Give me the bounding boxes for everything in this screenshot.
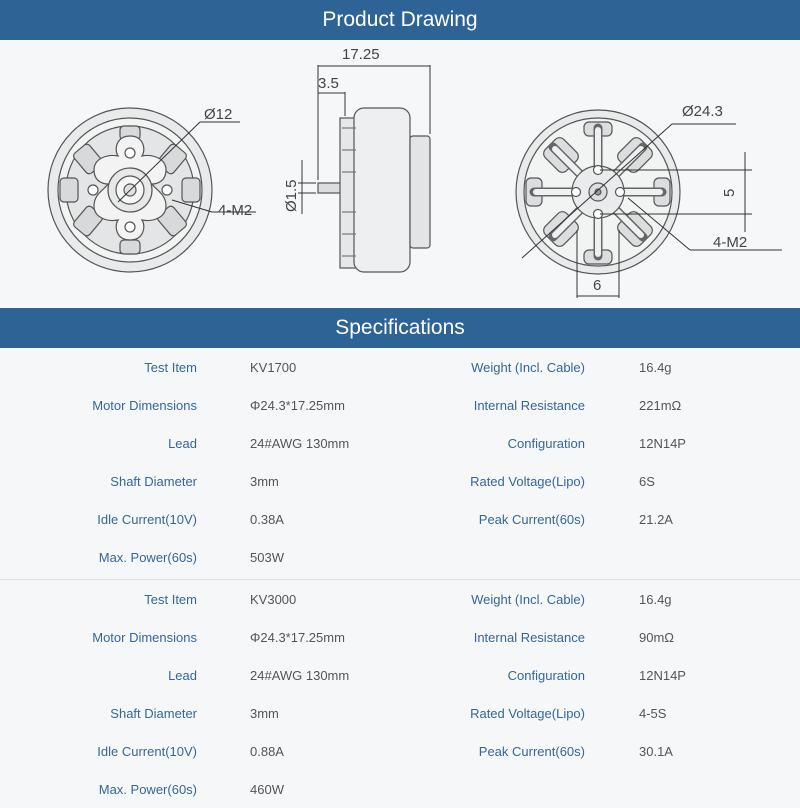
- side-view: [317, 107, 431, 273]
- spec-row: Max. Power(60s) 460W: [0, 770, 800, 808]
- spec-value: 4-5S: [639, 706, 667, 721]
- spec-label: Shaft Diameter: [110, 706, 197, 721]
- spec-value: 221mΩ: [639, 398, 682, 413]
- back-horizontal-label: 6: [593, 277, 601, 294]
- spec-label: Lead: [168, 668, 197, 683]
- spec-row: Test Item KV3000 Weight (Incl. Cable) 16.4g: [0, 580, 800, 618]
- spec-value: 12N14P: [639, 668, 686, 683]
- spec-row: Idle Current(10V) 0.88A Peak Current(60s) 3…: [0, 732, 800, 770]
- spec-row: Test Item KV1700 Weight (Incl. Cable) 16.4g: [0, 348, 800, 386]
- spec-label: Motor Dimensions: [92, 398, 197, 413]
- product-drawing: Ø12 4-M2 17.25: [0, 40, 800, 308]
- spec-value: 16.4g: [639, 360, 672, 375]
- spec-row: Motor Dimensions Φ24.3*17.25mm Internal Re…: [0, 386, 800, 424]
- spec-value: 503W: [250, 550, 284, 565]
- spec-table-kv1700: Test Item KV1700 Weight (Incl. Cable) 16.4g…: [0, 348, 800, 576]
- back-diameter-label: Ø24.3: [682, 103, 723, 120]
- back-holes-label: 4-M2: [713, 234, 747, 251]
- spec-label: Internal Resistance: [473, 630, 585, 645]
- spec-label: Test Item: [144, 592, 197, 607]
- spec-label: Rated Voltage(Lipo): [470, 706, 585, 721]
- front-dimension-lines: [117, 121, 256, 213]
- spec-value: Φ24.3*17.25mm: [250, 398, 345, 413]
- spec-value: 460W: [250, 782, 284, 797]
- specifications-header: Specifications: [0, 308, 800, 348]
- spec-row: Lead 24#AWG 130mm Configuration 12N14P: [0, 656, 800, 694]
- side-length-label: 17.25: [342, 46, 380, 63]
- spec-label: Weight (Incl. Cable): [471, 360, 585, 375]
- back-dimension-lines: [521, 123, 782, 298]
- side-offset-label: 3.5: [318, 75, 339, 92]
- spec-label: Idle Current(10V): [97, 744, 197, 759]
- spec-value: KV3000: [250, 592, 297, 607]
- spec-value: 24#AWG 130mm: [250, 436, 350, 451]
- spec-row: Max. Power(60s) 503W: [0, 538, 800, 576]
- spec-label: Shaft Diameter: [110, 474, 197, 489]
- spec-value: 3mm: [250, 474, 279, 489]
- spec-value: 0.38A: [250, 512, 284, 527]
- spec-label: Max. Power(60s): [98, 550, 197, 565]
- spec-value: 21.2A: [639, 512, 673, 527]
- spec-label: Lead: [168, 436, 197, 451]
- spec-label: Configuration: [507, 668, 585, 683]
- spec-label: Motor Dimensions: [92, 630, 197, 645]
- spec-row: Shaft Diameter 3mm Rated Voltage(Lipo) 4-5S: [0, 694, 800, 732]
- back-view: [515, 109, 681, 275]
- front-diameter-label: Ø12: [204, 106, 232, 123]
- spec-label: Internal Resistance: [473, 398, 585, 413]
- spec-value: 24#AWG 130mm: [250, 668, 350, 683]
- back-vertical-label: 5: [721, 189, 738, 197]
- spec-value: 16.4g: [639, 592, 672, 607]
- spec-value: 0.88A: [250, 744, 284, 759]
- spec-label: Configuration: [507, 436, 585, 451]
- spec-label: Idle Current(10V): [97, 512, 197, 527]
- side-shaft-label: Ø1.5: [283, 179, 300, 212]
- spec-label: Peak Current(60s): [478, 512, 585, 527]
- spec-row: Shaft Diameter 3mm Rated Voltage(Lipo) 6S: [0, 462, 800, 500]
- spec-table-kv3000: Test Item KV3000 Weight (Incl. Cable) 16.4g…: [0, 580, 800, 808]
- spec-label: Weight (Incl. Cable): [471, 592, 585, 607]
- spec-value: 90mΩ: [639, 630, 675, 645]
- spec-value: Φ24.3*17.25mm: [250, 630, 345, 645]
- spec-value: KV1700: [250, 360, 297, 375]
- spec-row: Lead 24#AWG 130mm Configuration 12N14P: [0, 424, 800, 462]
- product-drawing-header: Product Drawing: [0, 0, 800, 40]
- spec-value: 6S: [639, 474, 655, 489]
- spec-label: Test Item: [144, 360, 197, 375]
- front-holes-label: 4-M2: [218, 202, 252, 219]
- side-dimension-lines: [298, 65, 431, 214]
- spec-row: Motor Dimensions Φ24.3*17.25mm Internal Re…: [0, 618, 800, 656]
- spec-value: 3mm: [250, 706, 279, 721]
- spec-value: 12N14P: [639, 436, 686, 451]
- spec-divider: [0, 579, 800, 580]
- spec-label: Rated Voltage(Lipo): [470, 474, 585, 489]
- spec-row: Idle Current(10V) 0.38A Peak Current(60s) 2…: [0, 500, 800, 538]
- spec-label: Peak Current(60s): [478, 744, 585, 759]
- spec-value: 30.1A: [639, 744, 673, 759]
- motor-drawing-svg: Ø12 4-M2 17.25: [47, 46, 782, 298]
- spec-label: Max. Power(60s): [98, 782, 197, 797]
